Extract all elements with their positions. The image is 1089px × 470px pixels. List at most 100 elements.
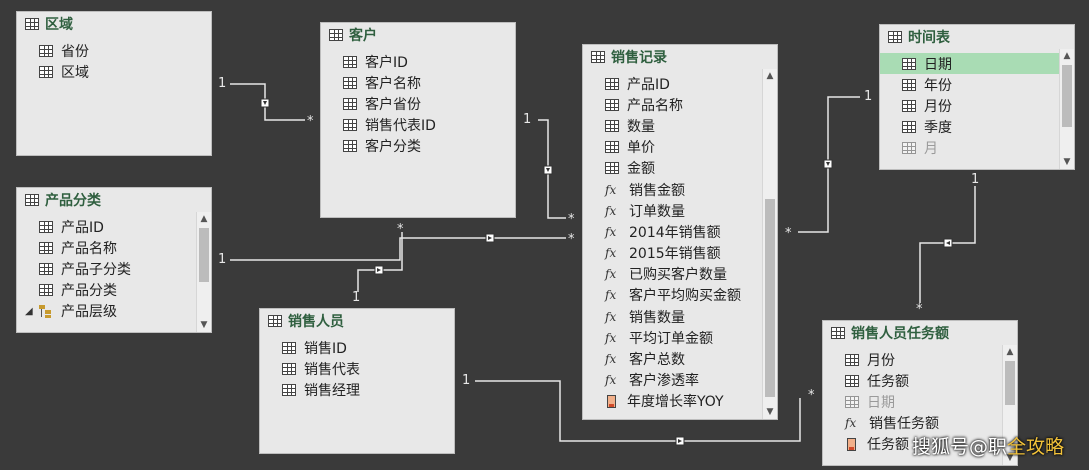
table-title: 销售记录 — [611, 50, 667, 66]
field-row[interactable]: 客户名称 — [321, 72, 515, 93]
table-region-header[interactable]: 区域 — [17, 12, 211, 36]
field-row[interactable]: 产品子分类 — [17, 258, 196, 279]
rel-customer-sales — [538, 119, 566, 219]
table-scrollbar[interactable]: ▲ ▼ — [1059, 49, 1074, 169]
table-salesperson[interactable]: 销售人员 销售ID 销售代表 销售经理 — [259, 308, 455, 454]
table-icon — [605, 77, 619, 90]
field-row[interactable]: 数量 — [583, 115, 762, 136]
field-row[interactable]: 客户ID — [321, 51, 515, 72]
table-scrollbar[interactable]: ▲ ▼ — [196, 212, 211, 332]
scroll-down-icon[interactable]: ▼ — [200, 320, 208, 330]
scroll-up-icon[interactable]: ▲ — [200, 214, 208, 224]
field-row[interactable]: 区域 — [17, 61, 211, 82]
field-row[interactable]: 省份 — [17, 40, 211, 61]
field-row[interactable]: 任务额 — [823, 370, 1002, 391]
field-row-selected[interactable]: 日期 — [880, 53, 1059, 75]
field-row-hidden[interactable]: 日期 — [823, 391, 1002, 412]
table-product-header[interactable]: 产品分类 — [17, 188, 211, 212]
rel-arrow — [678, 439, 682, 443]
field-row[interactable]: 季度 — [880, 117, 1059, 138]
field-row[interactable]: 单价 — [583, 137, 762, 158]
scroll-up-icon[interactable]: ▲ — [1063, 51, 1071, 61]
cardinality-one: 1 — [218, 76, 227, 91]
table-calendar[interactable]: 时间表 日期 年份 月份 季度 月 ▲ ▼ — [879, 24, 1075, 170]
table-region[interactable]: 区域 省份 区域 — [16, 11, 212, 156]
field-row[interactable]: 销售经理 — [260, 379, 454, 400]
table-calendar-header[interactable]: 时间表 — [880, 25, 1074, 49]
measure-label: 客户总数 — [629, 352, 685, 369]
table-icon — [902, 121, 916, 134]
field-row[interactable]: 销售代表ID — [321, 115, 515, 136]
rel-marker — [260, 98, 270, 108]
field-label: 区域 — [61, 64, 89, 81]
field-row[interactable]: 客户分类 — [321, 136, 515, 157]
table-salesperson-header[interactable]: 销售人员 — [260, 309, 454, 333]
kpi-row[interactable]: 任务额 — [823, 434, 1002, 455]
scroll-down-icon[interactable]: ▼ — [1063, 157, 1071, 167]
table-icon — [605, 162, 619, 175]
table-product[interactable]: 产品分类 产品ID 产品名称 产品子分类 产品分类 ◢ 产品层级 ▲ ▼ — [16, 187, 212, 333]
table-icon — [343, 55, 357, 68]
watermark-accent: 全攻略 — [1007, 436, 1065, 458]
scroll-up-icon[interactable]: ▲ — [766, 71, 774, 81]
field-row[interactable]: 产品名称 — [17, 237, 196, 258]
table-customer[interactable]: 客户 客户ID 客户名称 客户省份 销售代表ID 客户分类 — [320, 22, 516, 218]
scroll-thumb[interactable] — [1062, 65, 1072, 127]
table-scrollbar[interactable]: ▲ ▼ — [1002, 345, 1017, 465]
scroll-up-icon[interactable]: ▲ — [1006, 347, 1014, 357]
table-scrollbar[interactable]: ▲ ▼ — [762, 69, 777, 419]
cardinality-many: * — [397, 222, 404, 237]
field-label: 年份 — [924, 77, 952, 94]
field-row[interactable]: 金额 — [583, 158, 762, 179]
field-row[interactable]: 销售代表 — [260, 358, 454, 379]
table-sales-header[interactable]: 销售记录 — [583, 45, 777, 69]
field-row[interactable]: 产品分类 — [17, 280, 196, 301]
scroll-down-icon[interactable]: ▼ — [1006, 453, 1014, 463]
collapse-triangle-icon[interactable]: ◢ — [25, 305, 33, 317]
table-sales-target-header[interactable]: 销售人员任务额 — [823, 321, 1017, 345]
scroll-thumb[interactable] — [1005, 361, 1015, 405]
field-row[interactable]: 产品ID — [17, 216, 196, 237]
scroll-down-icon[interactable]: ▼ — [766, 407, 774, 417]
field-row[interactable]: 销售ID — [260, 337, 454, 358]
field-row[interactable]: 月份 — [880, 95, 1059, 116]
table-icon — [605, 98, 619, 111]
table-customer-header[interactable]: 客户 — [321, 23, 515, 47]
cardinality-one: 1 — [462, 373, 471, 388]
table-title: 时间表 — [908, 30, 950, 46]
field-label: 客户分类 — [365, 139, 421, 156]
field-row[interactable]: 产品名称 — [583, 94, 762, 115]
field-row-hidden[interactable]: 月 — [880, 138, 1059, 159]
hierarchy-row[interactable]: ◢ 产品层级 — [17, 301, 196, 322]
kpi-row[interactable]: 年度增长率YOY — [583, 391, 762, 412]
field-label: 月份 — [924, 98, 952, 115]
field-label: 任务额 — [867, 373, 909, 390]
field-label: 销售代表ID — [365, 118, 436, 135]
rel-arrow — [263, 101, 267, 105]
field-row[interactable]: 客户省份 — [321, 93, 515, 114]
watermark-text: 搜狐号@职 — [912, 436, 1008, 458]
scroll-thumb[interactable] — [765, 199, 775, 397]
table-icon — [888, 31, 902, 43]
field-row[interactable]: 产品ID — [583, 73, 762, 94]
table-icon — [39, 44, 53, 57]
field-label: 产品ID — [627, 76, 670, 93]
measure-label: 平均订单金额 — [629, 330, 713, 347]
measure-label: 订单数量 — [629, 203, 685, 220]
field-row[interactable]: 年份 — [880, 74, 1059, 95]
scroll-thumb[interactable] — [199, 228, 209, 282]
field-row[interactable]: 月份 — [823, 349, 1002, 370]
